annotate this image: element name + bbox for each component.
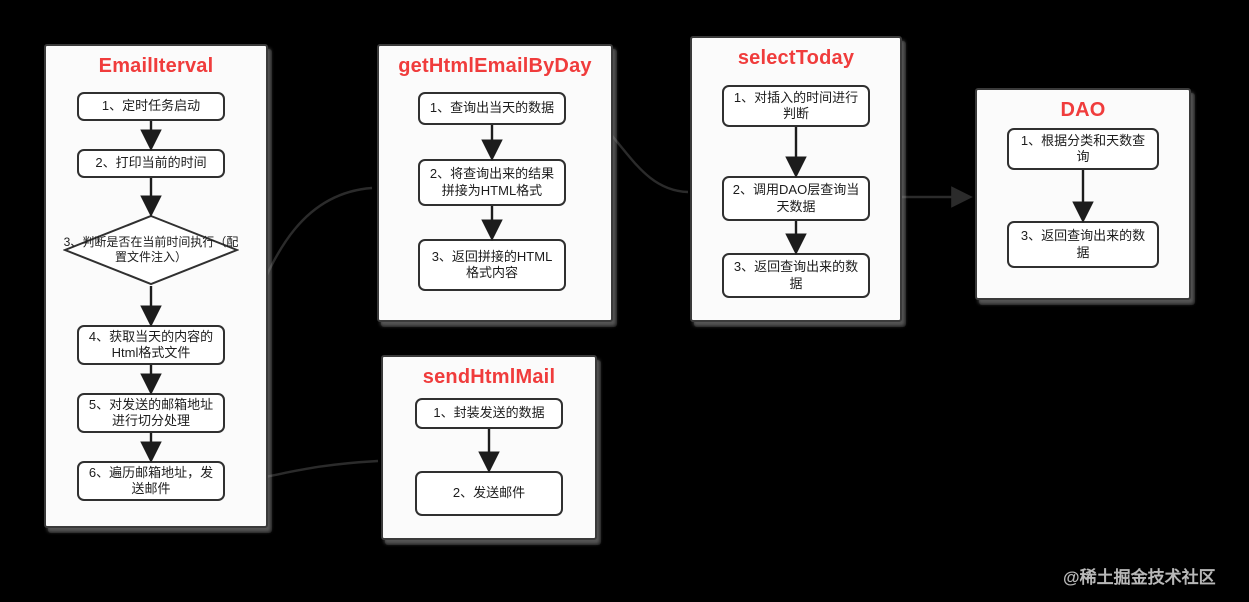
node-gh-2[interactable]: 2、将查询出来的结果拼接为HTML格式 [418, 159, 566, 206]
panel-title-dao: DAO [1060, 99, 1106, 121]
node-ei-1[interactable]: 1、定时任务启动 [77, 92, 225, 121]
node-st-3[interactable]: 3、返回查询出来的数据 [722, 253, 870, 298]
node-ei-5[interactable]: 5、对发送的邮箱地址进行切分处理 [77, 393, 225, 433]
node-dao-3[interactable]: 3、返回查询出来的数据 [1007, 221, 1159, 268]
node-ei-3[interactable]: 3、判断是否在当前时间执行（配置文件注入） [63, 214, 239, 286]
node-st-2[interactable]: 2、调用DAO层查询当天数据 [722, 176, 870, 221]
node-sm-1[interactable]: 1、封装发送的数据 [415, 398, 563, 429]
panel-title-send-html-mail: sendHtmlMail [422, 366, 556, 388]
node-gh-3[interactable]: 3、返回拼接的HTML格式内容 [418, 239, 566, 291]
watermark: @稀土掘金技术社区 [1063, 568, 1216, 587]
node-ei-4[interactable]: 4、获取当天的内容的Html格式文件 [77, 325, 225, 365]
panel-dao: DAO [975, 88, 1191, 300]
panel-title-email-iterval: EmailIterval [98, 55, 214, 77]
node-dao-1[interactable]: 1、根据分类和天数查询 [1007, 128, 1159, 170]
node-sm-2[interactable]: 2、发送邮件 [415, 471, 563, 516]
panel-title-get-html-email-by-day: getHtmlEmailByDay [398, 55, 592, 77]
panel-title-select-today: selectToday [737, 47, 855, 69]
node-ei-6[interactable]: 6、遍历邮箱地址，发送邮件 [77, 461, 225, 501]
node-gh-1[interactable]: 1、查询出当天的数据 [418, 92, 566, 125]
node-st-1[interactable]: 1、对插入的时间进行判断 [722, 85, 870, 127]
node-ei-2[interactable]: 2、打印当前的时间 [77, 149, 225, 178]
